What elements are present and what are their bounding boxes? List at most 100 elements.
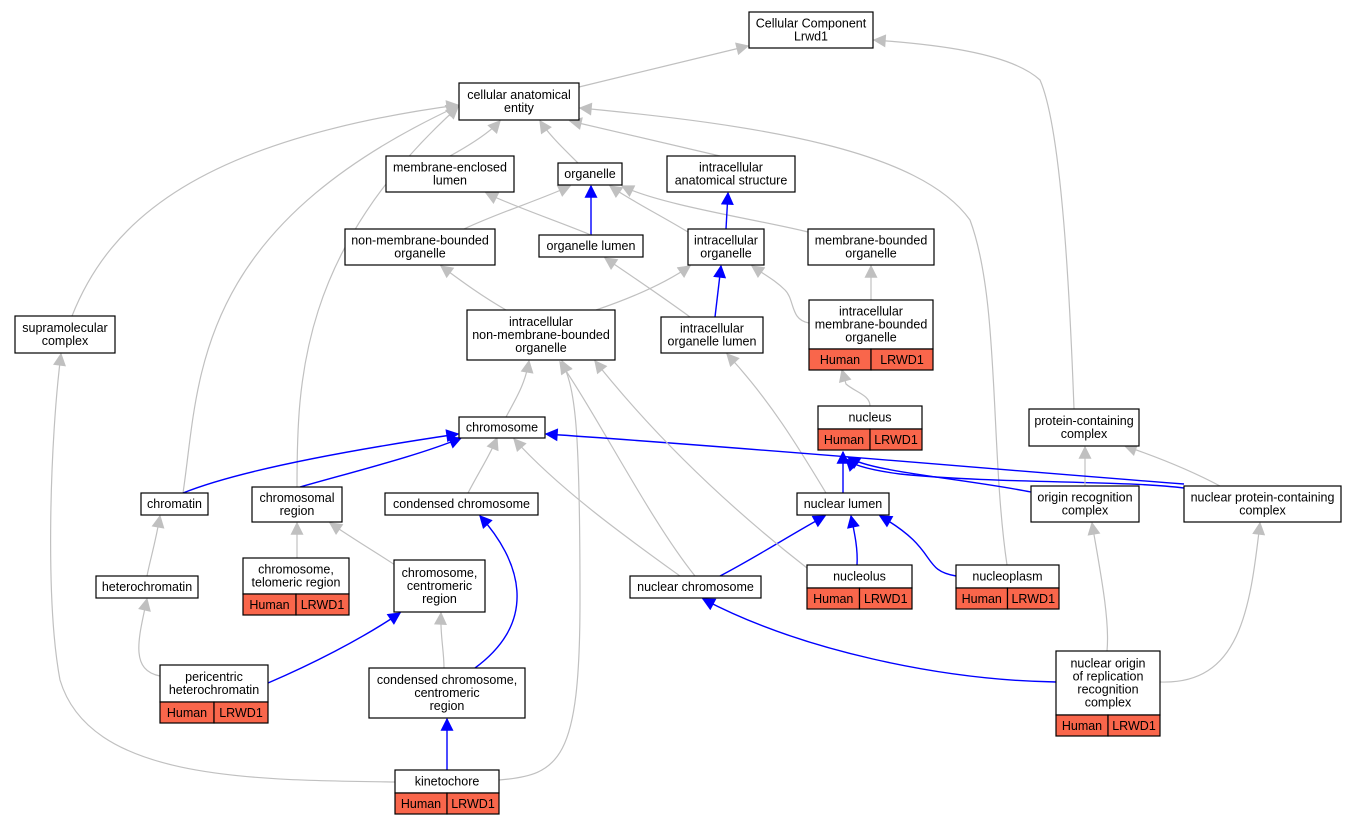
node-label-line: entity <box>504 101 535 115</box>
edge-kin-to-smc-is-a <box>50 352 396 783</box>
node-box <box>807 228 935 266</box>
node-label-line: chromosome, <box>258 563 334 577</box>
node-box <box>629 575 762 599</box>
node-label-line: organelle lumen <box>668 335 757 349</box>
node-label-line: Lrwd1 <box>794 30 828 44</box>
annotation-species: Human <box>1062 719 1102 733</box>
edge-cccr-to-ccr-is-a <box>433 611 447 669</box>
node-label-line: intracellular <box>509 315 573 329</box>
node-label-line: kinetochore <box>415 775 480 789</box>
node-label-line: anatomical structure <box>675 174 788 188</box>
node-label-line: complex <box>1085 696 1132 710</box>
node-box <box>393 559 486 613</box>
node-label-line: nucleoplasm <box>972 570 1042 584</box>
node-label-line: chromatin <box>147 497 202 511</box>
node-chromatin[interactable]: chromatin <box>140 492 209 516</box>
node-label-line: protein-containing <box>1034 414 1133 428</box>
node-box <box>1030 485 1140 523</box>
node-box <box>1028 408 1140 447</box>
edge-ol-to-mel-is-a <box>484 192 592 236</box>
node-box <box>748 11 874 49</box>
node-nchrom[interactable]: nuclear chromosome <box>629 575 762 599</box>
annotation-gene-cell <box>870 348 934 371</box>
edge-mbo-to-org-is-a <box>620 185 809 233</box>
node-label-line: complex <box>1239 504 1286 518</box>
node-box <box>385 155 515 193</box>
node-imbo[interactable]: intracellularmembrane-boundedorganelleHu… <box>808 299 934 371</box>
edge-layer <box>50 34 1266 783</box>
node-box <box>458 82 580 121</box>
node-label-line: membrane-bounded <box>815 234 928 248</box>
edge-npcc-to-pcc-is-a <box>1123 443 1221 487</box>
edge-cccr-to-cchrom-part-of <box>474 515 518 669</box>
node-label-line: nuclear chromosome <box>637 580 754 594</box>
node-label-line: non-membrane-bounded <box>472 328 610 342</box>
node-label-line: supramolecular <box>22 321 107 335</box>
annotation-gene: LRWD1 <box>1011 592 1055 606</box>
node-box <box>557 162 623 186</box>
edge-nl-to-iol-is-a <box>726 353 827 494</box>
annotation-gene: LRWD1 <box>451 797 495 811</box>
edge-cchrom-to-chrom-is-a <box>467 436 499 494</box>
node-chrom[interactable]: chromosome <box>458 416 546 439</box>
node-label-line: organelle <box>515 341 566 355</box>
edge-pcc-to-root-is-a <box>872 34 1075 410</box>
edge-smc-to-cae-is-a <box>71 100 460 317</box>
node-label-line: nuclear origin <box>1070 657 1145 671</box>
node-label-line: chromosome, <box>402 566 478 580</box>
node-box <box>796 492 890 516</box>
node-ol[interactable]: organelle lumen <box>538 234 644 258</box>
edge-inmbo-to-io-is-a <box>595 265 692 311</box>
edge-nucleolus-to-inmbo-is-a <box>594 359 808 569</box>
node-label-line: recognition <box>1077 683 1138 697</box>
annotation-gene: LRWD1 <box>880 353 924 367</box>
node-box <box>1183 485 1342 523</box>
node-inmbo[interactable]: intracellularnon-membrane-boundedorganel… <box>466 309 616 361</box>
edge-nchrom-to-inmbo-is-a <box>559 360 696 577</box>
edge-iol-to-io-part-of <box>713 264 727 318</box>
node-cchrom[interactable]: condensed chromosome <box>384 492 539 516</box>
node-nl[interactable]: nuclear lumen <box>796 492 890 516</box>
edge-npcc-to-nuc-part-of <box>845 458 1185 489</box>
annotation-species: Human <box>249 598 289 612</box>
edge-nucleolus-to-nl-part-of <box>847 514 860 566</box>
edge-io-to-ias-part-of <box>720 191 734 230</box>
node-box <box>344 228 496 266</box>
edge-inmbo-to-nmbo-is-a <box>439 265 507 311</box>
node-box <box>666 155 796 193</box>
node-label-line: organelle <box>845 247 896 261</box>
edge-phc-to-hetero-is-a <box>138 597 161 677</box>
edge-nchrom-to-chrom-is-a <box>513 438 681 577</box>
node-label-line: chromosomal <box>259 491 334 505</box>
edge-nuc-to-imbo-is-a <box>838 368 871 407</box>
node-org[interactable]: organelle <box>557 162 623 186</box>
node-label-line: organelle <box>394 247 445 261</box>
node-box <box>466 309 616 361</box>
node-box <box>242 557 350 595</box>
edge-chrom-to-inmbo-is-a <box>505 359 534 418</box>
node-box <box>14 315 116 354</box>
node-hetero[interactable]: heterochromatin <box>95 575 199 599</box>
